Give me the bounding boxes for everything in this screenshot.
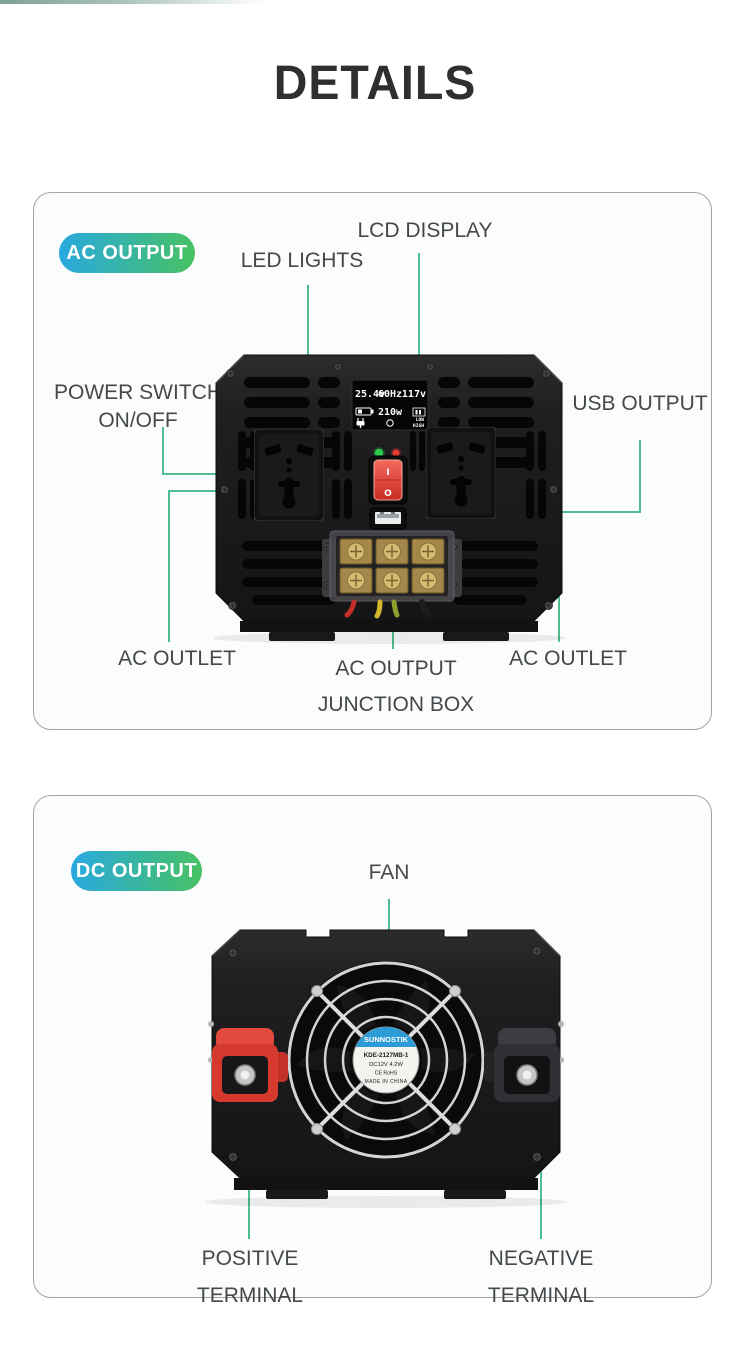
device-foot: [443, 632, 509, 641]
terminal-blocks: [339, 538, 445, 594]
sticker-model: KDE-2127MB-1: [364, 1052, 409, 1059]
switch-on-mark: I: [386, 468, 389, 478]
vent-grille-bottom-left: [242, 541, 346, 605]
label-positive-terminal: POSITIVE TERMINAL: [197, 1240, 303, 1314]
sticker-brand: SUNNOSTIK: [364, 1035, 409, 1044]
lcd-frequency: 60Hz: [378, 389, 402, 400]
inverter-back-illustration: SUNNOSTIK KDE-2127MB-1 DC12V 4.2W CE RoH…: [206, 929, 566, 1208]
label-power-switch-line1: POWER SWITCH: [54, 381, 222, 404]
corner-gradient-strip: [0, 0, 265, 4]
lcd-high: HIGH: [413, 423, 424, 429]
label-negative-terminal: NEGATIVE TERMINAL: [488, 1240, 594, 1314]
label-junction-line2: JUNCTION BOX: [317, 693, 475, 716]
fan-grille: [287, 961, 485, 1159]
chamfer-highlight: [215, 354, 563, 384]
positive-terminal: [208, 1021, 288, 1102]
dc-output-badge: DC OUTPUT: [71, 851, 202, 891]
callout-line-switch-vertical: [162, 427, 164, 475]
sticker-certs: CE RoHS: [375, 1071, 398, 1077]
junction-box: [322, 530, 462, 619]
negative-terminal: [484, 1021, 564, 1102]
ac-output-card: AC OUTPUT LCD DISPLAY LED LIGHTS POWER S…: [33, 192, 712, 730]
red-led: [392, 449, 400, 457]
label-ac-outlet-left: AC OUTLET: [118, 647, 236, 670]
ac-outlet-left: [254, 429, 324, 521]
green-led: [374, 448, 384, 458]
junction-wires: [344, 599, 431, 619]
device-foot: [444, 1190, 506, 1199]
device-shadow: [206, 1196, 566, 1208]
fan-sticker: SUNNOSTIK KDE-2127MB-1 DC12V 4.2W CE RoH…: [352, 1026, 420, 1094]
label-ac-outlet-right: AC OUTLET: [509, 647, 627, 670]
grille-screws: [311, 985, 461, 1135]
plug-icon: [357, 418, 364, 421]
battery-icon: [355, 407, 372, 416]
lcd-power: 210w: [378, 407, 403, 418]
device-base: [234, 1178, 538, 1190]
vent-grille-bottom-right: [454, 541, 538, 605]
label-power-switch-line2: ON/OFF: [98, 409, 178, 432]
label-junction-line1: AC OUTPUT: [335, 657, 457, 680]
chamfer-highlight: [211, 929, 561, 957]
power-switch: I O: [368, 455, 408, 505]
callout-line-usb-vertical: [639, 440, 641, 513]
lcd-battery-voltage: 25.4v: [355, 389, 385, 400]
label-usb-output: USB OUTPUT: [572, 392, 708, 415]
switch-off-mark: O: [384, 489, 392, 499]
device-foot: [269, 632, 335, 641]
lcd-output-voltage: 117v: [402, 389, 426, 400]
label-negative-line1: NEGATIVE: [488, 1247, 594, 1270]
cooling-fan: SUNNOSTIK KDE-2127MB-1 DC12V 4.2W CE RoH…: [287, 961, 485, 1159]
lcd-low: LOW: [416, 417, 425, 423]
label-junction-box: AC OUTPUT JUNCTION BOX: [318, 651, 474, 723]
sticker-blue-band: [353, 1027, 419, 1047]
clock-icon: [386, 419, 394, 427]
device-shadow: [214, 632, 564, 644]
sticker-spec: DC12V 4.2W: [369, 1062, 403, 1068]
load-bars-icon: [412, 407, 426, 417]
ac-outlet-right: [426, 427, 496, 519]
label-lcd-display: LCD DISPLAY: [357, 219, 493, 242]
usb-port: [369, 507, 407, 530]
label-power-switch: POWER SWITCH ON/OFF: [54, 379, 222, 435]
inverter-front-illustration: 25.4v 60Hz 117v 210w LOW HIGH: [214, 354, 564, 644]
ac-output-badge: AC OUTPUT: [59, 233, 195, 273]
device-base: [240, 621, 538, 632]
label-fan: FAN: [368, 861, 410, 884]
callout-line-lcd: [418, 253, 420, 421]
lcd-screen: 25.4v 60Hz 117v 210w LOW HIGH: [351, 379, 429, 431]
sticker-origin: MADE IN CHINA: [365, 1079, 408, 1085]
device-foot: [266, 1190, 328, 1199]
label-led-lights: LED LIGHTS: [240, 249, 364, 272]
page-title: DETAILS: [273, 57, 477, 110]
callout-line-outlet-left-vertical: [168, 490, 170, 642]
vent-slots-vertical: [238, 431, 546, 519]
label-positive-line2: TERMINAL: [196, 1284, 304, 1307]
label-negative-line2: TERMINAL: [487, 1284, 595, 1307]
dc-output-card: DC OUTPUT FAN POSITIVE TERMINAL NEGATIVE…: [33, 795, 712, 1307]
label-positive-line1: POSITIVE: [201, 1247, 299, 1270]
